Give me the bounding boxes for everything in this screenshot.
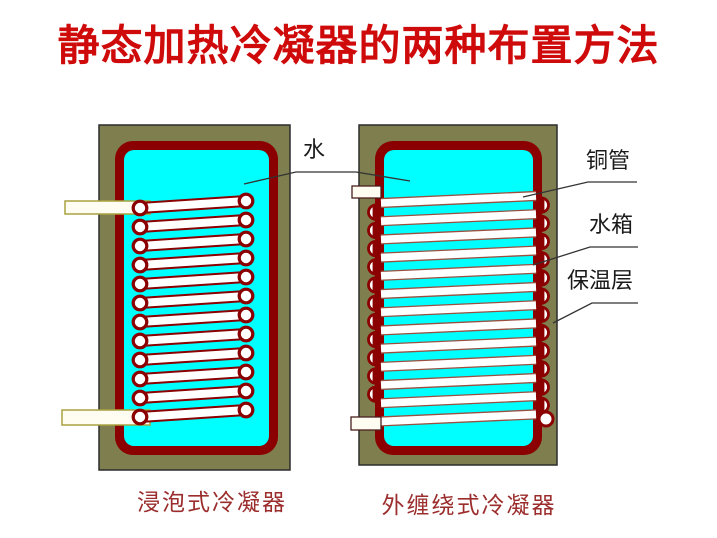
coil-bend-right [237,382,255,400]
coil-bend-left [131,256,149,274]
coil-bend-left [131,218,149,236]
wrap-bend-right [541,196,550,214]
water-tank-label: 水箱 [589,213,634,238]
coil-bend-left [131,294,149,312]
coil-bend-right [237,287,255,305]
wrap-bend-right [541,341,550,360]
right-condenser-caption: 外缠绕式冷凝器 [381,493,557,519]
wrap-bend-right [541,287,550,305]
wrap-end-right [537,410,555,428]
left-condenser-caption: 浸泡式冷凝器 [137,490,287,516]
coil-bend-right [237,268,255,286]
coil-tube [139,216,247,231]
coil-bend-left [131,370,149,388]
coil-bend-left [131,351,149,369]
right-top-pipe [351,185,382,199]
coil-tube [139,406,247,421]
wrap-band [380,246,537,262]
wrap-bend-left [367,203,376,221]
coil-tube [139,235,247,250]
wrap-band [380,392,537,407]
wrap-band [380,337,537,353]
wrap-bend-right [541,214,550,233]
wrap-band [380,356,537,371]
coil-bend-right [237,192,255,210]
coil-tube [139,311,247,326]
wrap-bend-right [541,232,550,251]
wrap-bend-left [367,294,376,312]
wrap-band [380,192,537,207]
coil-bend-left [131,275,149,293]
wrap-bend-left [367,312,376,331]
wrap-bend-right [541,396,550,415]
coil-bend-left [131,313,149,331]
wrap-bend-right [541,305,550,324]
wrap-bend-right [541,360,550,378]
coil-bend-left [131,389,149,407]
water-tank-leader-line [532,246,638,266]
wrap-bend-left [367,349,376,367]
coil-tube [139,368,247,383]
coil-tube [139,330,247,345]
insulation-leader-line [552,302,638,324]
coil-tube [139,197,247,212]
wrap-band [380,228,537,244]
wrap-bend-left [367,276,376,294]
wrap-band [380,410,537,426]
wrap-bend-right [541,269,550,287]
copper-tube-leader-line [522,181,637,198]
insulation-layer-label: 保温层 [567,269,634,294]
coil-tube [139,273,247,288]
coil-bend-right [237,306,255,324]
wrap-band [380,374,537,389]
right-bottom-pipe [350,416,382,431]
coil-bend-right [237,401,255,419]
wrap-bend-left [367,330,376,349]
wrap-bend-left [367,367,376,385]
wrap-bend-right [541,323,550,342]
leader-lines [243,171,638,324]
wrap-band [380,265,537,280]
wrap-band [380,283,537,298]
wrap-band [380,301,537,316]
wrap-bend-left [367,258,376,276]
coil-tube [139,387,247,402]
coil-bend-left [131,199,149,217]
wrap-bend-right [541,378,550,396]
copper-tube-label: 铜管 [586,149,631,174]
water-leader-line [243,171,411,185]
water-label: 水 [303,138,326,163]
coil-bend-left [131,332,149,350]
coil-tube [139,292,247,307]
coil-bend-right [237,211,255,229]
coil-bend-left [131,237,149,255]
coil-bend-right [237,249,255,267]
coil-tube [139,349,247,364]
coil-bend-right [237,325,255,343]
coil-bend-right [237,230,255,248]
coil-tube [139,254,247,269]
wrap-band [380,210,537,225]
slide-title: 静态加热冷凝器的两种布置方法 [57,22,660,69]
wrap-bend-left [367,239,376,258]
wrap-band [380,319,537,335]
right-condenser-diagram [350,124,558,466]
left-condenser-diagram [61,124,291,471]
coil-bend-right [237,344,255,362]
wrap-bend-left [367,221,376,240]
coil-bend-right [237,363,255,381]
coil-bend-left [131,408,149,426]
wrap-bend-left [367,385,376,403]
